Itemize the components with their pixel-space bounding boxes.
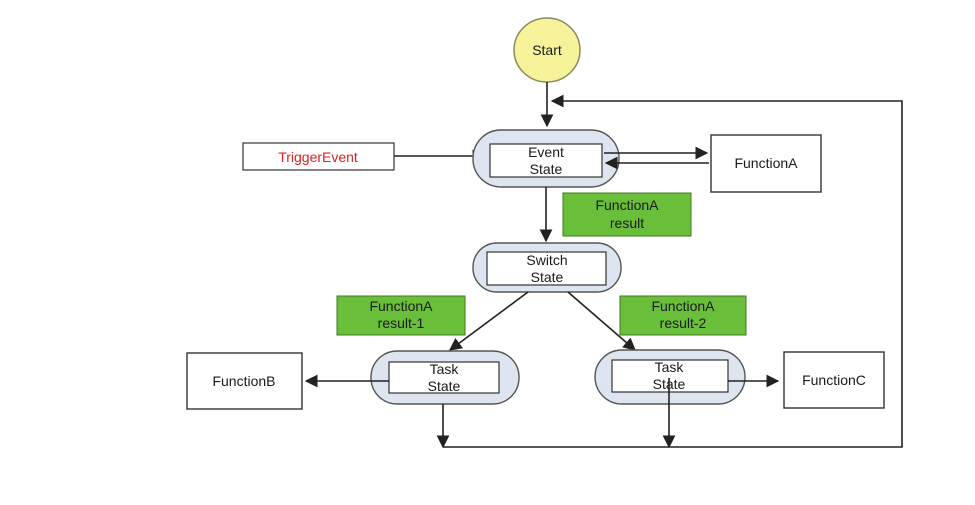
result-1-line-2: result-1 — [378, 315, 425, 331]
function-b-box: FunctionB — [186, 352, 303, 410]
trigger-event-box: TriggerEvent — [242, 142, 395, 171]
task-left-line-1: Task — [430, 361, 460, 377]
result-2-line-2: result-2 — [660, 315, 707, 331]
start-node: Start — [513, 17, 581, 83]
task-right-line-1: Task — [655, 359, 685, 375]
arrow-switch-to-task-right — [567, 291, 636, 351]
switch-state-node: Switch State — [472, 242, 622, 293]
arrow-switch-to-task-left — [448, 291, 529, 351]
task-state-right-node: Task State — [594, 349, 746, 405]
function-c-box: FunctionC — [783, 351, 885, 409]
function-a-box: FunctionA — [710, 134, 822, 193]
task-state-left-node: Task State — [370, 350, 520, 405]
function-a-result-label: FunctionA result — [562, 192, 692, 237]
function-a-result-line-1: FunctionA — [595, 197, 659, 213]
switch-state-line-1: Switch — [526, 252, 567, 268]
event-state-line-2: State — [530, 161, 563, 177]
switch-state-line-2: State — [531, 269, 564, 285]
trigger-event-label: TriggerEvent — [278, 149, 358, 165]
start-label: Start — [532, 42, 562, 58]
function-a-label: FunctionA — [734, 155, 798, 171]
function-c-label: FunctionC — [802, 372, 866, 388]
event-state-node: Event State — [472, 129, 620, 188]
result-2-line-1: FunctionA — [651, 298, 715, 314]
function-b-label: FunctionB — [212, 373, 275, 389]
task-left-line-2: State — [428, 378, 461, 394]
event-state-line-1: Event — [528, 144, 564, 160]
function-a-result-1-label: FunctionA result-1 — [336, 295, 466, 336]
function-a-result-line-2: result — [610, 215, 644, 231]
function-a-result-2-label: FunctionA result-2 — [619, 295, 747, 336]
result-1-line-1: FunctionA — [369, 298, 433, 314]
